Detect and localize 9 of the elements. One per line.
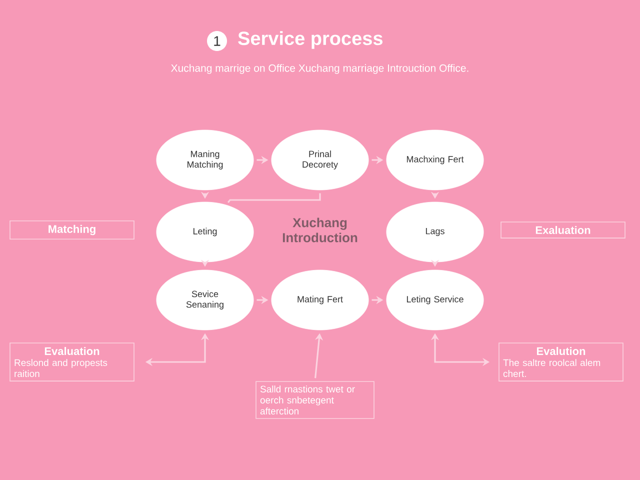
note-box: Matching bbox=[10, 220, 134, 240]
note-box: Evalution The saltre roolcal alem chert. bbox=[498, 342, 624, 382]
center-label: Xuchang Introduction bbox=[282, 218, 358, 242]
subtitle: Xuchang marrige on Office Xuchang marriage Introuction Office. bbox=[171, 64, 468, 74]
note-box: Salld rnastions twet or oerch snbetegent afterction bbox=[256, 381, 374, 419]
number-badge: 1 bbox=[207, 31, 227, 51]
title: Service process bbox=[238, 31, 382, 49]
note-box: Exaluation bbox=[500, 222, 626, 238]
note-box: Evaluation Reslond and propests raition bbox=[10, 342, 134, 382]
